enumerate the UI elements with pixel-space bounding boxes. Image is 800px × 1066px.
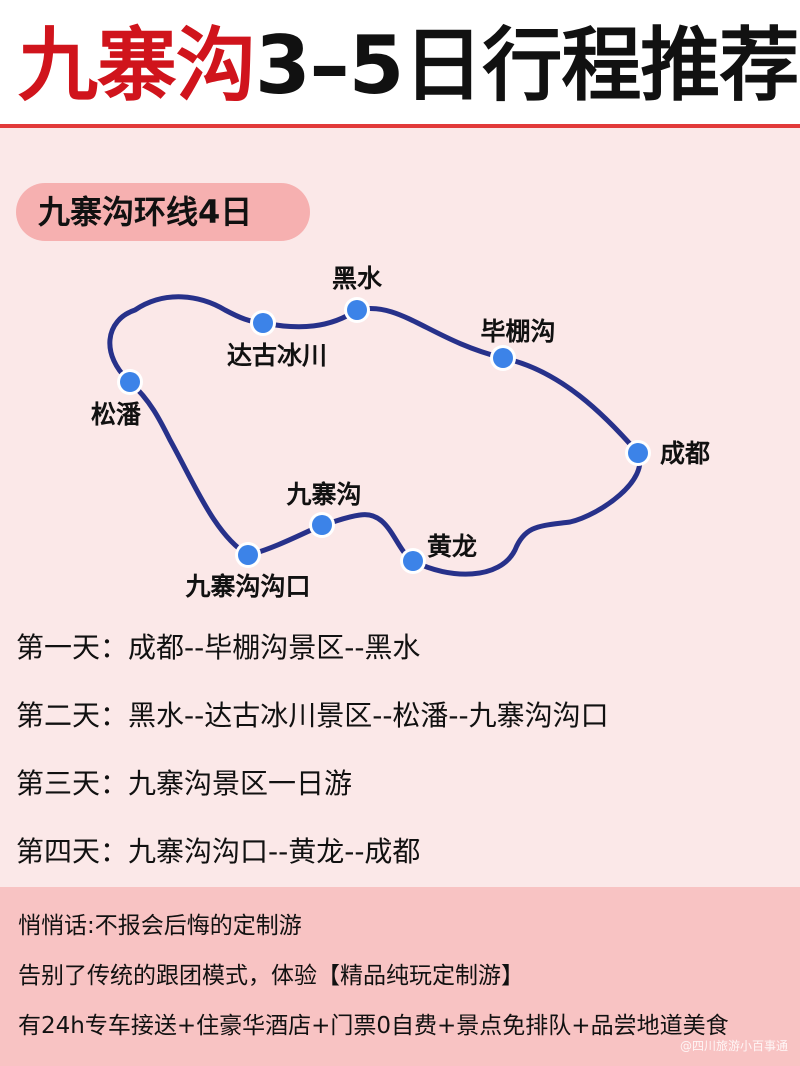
city-label-chengdu: 成都 [660, 439, 710, 468]
route-map: 黑水 达古冰川 毕棚沟 松潘 成都 九寨沟 黄龙 九寨沟沟口 [91, 264, 710, 600]
city-label-songpan: 松潘 [91, 400, 142, 429]
city-label-huanglong: 黄龙 [427, 532, 477, 561]
day-label: 第二天： [16, 699, 129, 732]
day-label: 第三天： [16, 767, 129, 800]
node-dagu [250, 310, 276, 336]
promo-line-2: 告别了传统的跟团模式，体验【精品纯玩定制游】 [18, 963, 524, 989]
day-label: 第四天： [16, 835, 129, 868]
city-label-bipeng: 毕棚沟 [480, 317, 555, 346]
itinerary-day-3: 第三天：九寨沟景区一日游 [16, 766, 352, 802]
node-bipeng [490, 345, 516, 371]
node-jiuzhaigou [309, 512, 335, 538]
header: 九寨沟3–5日行程推荐 [0, 0, 800, 128]
title-rest: 3–5日行程推荐 [255, 19, 799, 112]
promo-line-1: 悄悄话:不报会后悔的定制游 [18, 913, 302, 939]
node-heishui [344, 297, 370, 323]
day-text: 成都--毕棚沟景区--黑水 [128, 631, 421, 664]
node-goukou [235, 542, 261, 568]
title-highlight: 九寨沟 [18, 19, 256, 112]
city-label-goukou: 九寨沟沟口 [184, 572, 310, 600]
day-text: 黑水--达古冰川景区--松潘--九寨沟沟口 [128, 699, 609, 732]
node-huanglong [400, 548, 426, 574]
node-chengdu [625, 440, 651, 466]
day-text: 九寨沟沟口--黄龙--成都 [128, 835, 421, 868]
itinerary-day-1: 第一天：成都--毕棚沟景区--黑水 [16, 630, 420, 666]
promo-footer: 悄悄话:不报会后悔的定制游 告别了传统的跟团模式，体验【精品纯玩定制游】 有24… [0, 887, 800, 1066]
day-text: 九寨沟景区一日游 [128, 767, 353, 800]
route-label-badge: 九寨沟环线4日 [16, 183, 310, 241]
itinerary-day-4: 第四天：九寨沟沟口--黄龙--成都 [16, 834, 420, 870]
city-label-heishui: 黑水 [332, 264, 383, 293]
city-label-jiuzhaigou: 九寨沟 [285, 480, 361, 509]
city-label-dagu: 达古冰川 [227, 341, 327, 370]
route-line [107, 294, 643, 577]
promo-line-3: 有24h专车接送+住豪华酒店+门票0自费+景点免排队+品尝地道美食 [18, 1013, 729, 1039]
day-label: 第一天： [16, 631, 129, 664]
node-songpan [117, 369, 143, 395]
itinerary-day-2: 第二天：黑水--达古冰川景区--松潘--九寨沟沟口 [16, 698, 609, 734]
watermark: @四川旅游小百事通 [679, 1039, 788, 1053]
page-title: 九寨沟3–5日行程推荐 [18, 18, 799, 114]
